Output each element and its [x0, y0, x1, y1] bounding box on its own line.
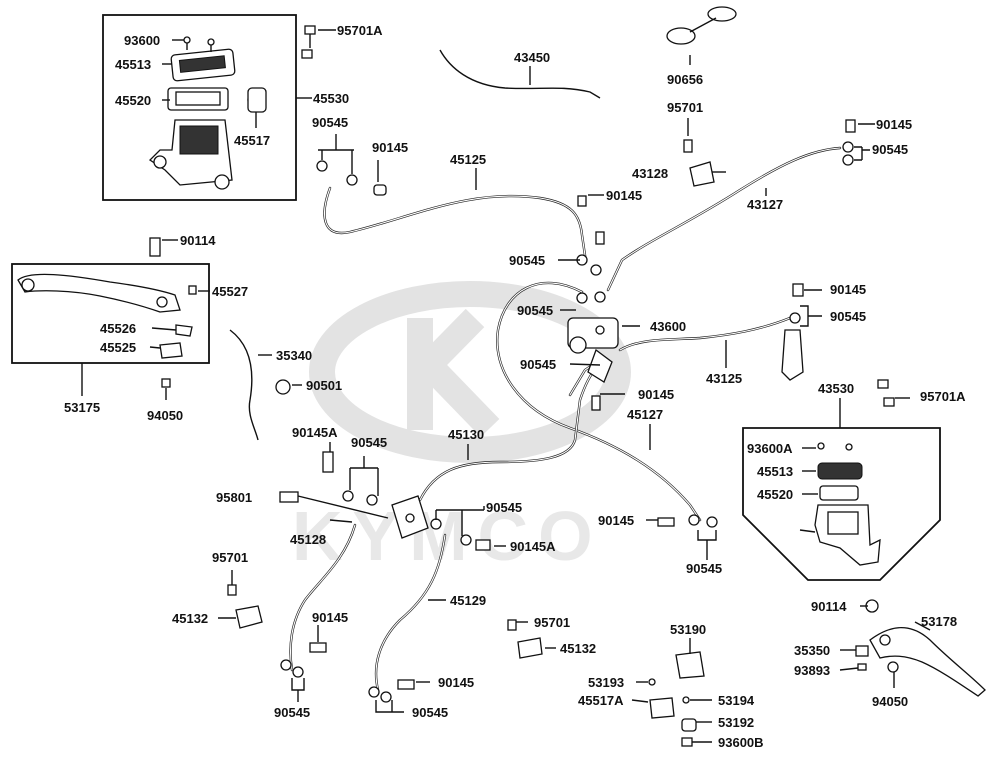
label-43450: 43450 — [514, 50, 550, 65]
label-43127: 43127 — [747, 197, 783, 212]
label-35350: 35350 — [794, 643, 830, 658]
bolt-95701A-top — [301, 25, 316, 59]
label-53178: 53178 — [921, 614, 957, 629]
label-45520-top: 45520 — [115, 93, 151, 108]
switch-53190-group — [648, 651, 705, 747]
label-43125: 43125 — [706, 371, 742, 386]
label-53193: 53193 — [588, 675, 624, 690]
label-93893: 93893 — [794, 663, 830, 678]
label-45125-top: 45125 — [450, 152, 486, 167]
label-53175: 53175 — [64, 400, 100, 415]
label-45517A: 45517A — [578, 693, 624, 708]
components — [17, 6, 986, 747]
label-94050-right: 94050 — [872, 694, 908, 709]
label-90114-left: 90114 — [180, 233, 216, 248]
label-45530: 45530 — [313, 91, 349, 106]
label-95801: 95801 — [216, 490, 252, 505]
label-90545-a: 90545 — [312, 115, 348, 130]
label-95701-top: 95701 — [667, 100, 703, 115]
label-95701A-right: 95701A — [920, 389, 966, 404]
master-cylinder-top — [148, 36, 267, 190]
group-box-53175 — [11, 263, 210, 364]
label-45128: 45128 — [290, 532, 326, 547]
label-90145A-a: 90145A — [292, 425, 338, 440]
leader-lines — [81, 29, 931, 743]
label-45132-bottom: 45132 — [560, 641, 596, 656]
label-45129: 45129 — [450, 593, 486, 608]
label-95701A-top: 95701A — [337, 23, 383, 38]
label-90145-f: 90145 — [598, 513, 634, 528]
label-90545-b: 90545 — [872, 142, 908, 157]
label-45513-right: 45513 — [757, 464, 793, 479]
bracket-45132 — [235, 605, 543, 659]
label-45127: 45127 — [627, 407, 663, 422]
label-90145-h: 90145 — [438, 675, 474, 690]
label-90545-k: 90545 — [412, 705, 448, 720]
label-45525: 45525 — [100, 340, 136, 355]
label-90145A-b: 90145A — [510, 539, 556, 554]
clamp-90656 — [666, 6, 737, 45]
delay-valve-43600 — [567, 317, 619, 383]
label-93600B: 93600B — [718, 735, 764, 750]
label-53190: 53190 — [670, 622, 706, 637]
label-45520-right: 45520 — [757, 487, 793, 502]
part-labels: 93600 95701A 45513 45520 45530 45517 434… — [64, 23, 966, 750]
label-90145-a: 90145 — [372, 140, 408, 155]
brake-hoses — [229, 49, 842, 692]
label-90656: 90656 — [667, 72, 703, 87]
label-35340: 35340 — [276, 348, 312, 363]
label-45130: 45130 — [448, 427, 484, 442]
label-90145-b: 90145 — [876, 117, 912, 132]
label-53194: 53194 — [718, 693, 755, 708]
label-90145-g: 90145 — [312, 610, 348, 625]
label-90145-d: 90145 — [830, 282, 866, 297]
label-93600A: 93600A — [747, 441, 793, 456]
label-95701-left: 95701 — [212, 550, 248, 565]
label-90545-c: 90545 — [509, 253, 545, 268]
fitting-90545-right — [781, 329, 804, 381]
label-43128: 43128 — [632, 166, 668, 181]
small-fasteners — [149, 119, 899, 703]
label-90545-e: 90545 — [830, 309, 866, 324]
lever-53178 — [869, 627, 986, 697]
label-45526: 45526 — [100, 321, 136, 336]
label-90545-g: 90545 — [351, 435, 387, 450]
label-90545-f: 90545 — [520, 357, 556, 372]
label-93600: 93600 — [124, 33, 160, 48]
label-43530: 43530 — [818, 381, 854, 396]
label-45517: 45517 — [234, 133, 270, 148]
master-cylinder-43530 — [799, 442, 881, 566]
label-90545-j: 90545 — [274, 705, 310, 720]
group-box-43530 — [742, 427, 941, 581]
label-90545-i: 90545 — [686, 561, 722, 576]
label-45132-left: 45132 — [172, 611, 208, 626]
watermark-text: KYMCO — [292, 497, 603, 575]
label-53192: 53192 — [718, 715, 754, 730]
label-43600: 43600 — [650, 319, 686, 334]
label-95701-bottom: 95701 — [534, 615, 570, 630]
lever-53175 — [17, 273, 197, 359]
label-90114-right: 90114 — [811, 599, 847, 614]
label-90545-d: 90545 — [517, 303, 553, 318]
label-90501: 90501 — [306, 378, 342, 393]
junction-block — [391, 495, 429, 539]
frames — [11, 14, 941, 581]
group-box-45530 — [102, 14, 297, 201]
label-94050-left: 94050 — [147, 408, 183, 423]
label-90145-c: 90145 — [606, 188, 642, 203]
label-45513-top: 45513 — [115, 57, 151, 72]
label-45527: 45527 — [212, 284, 248, 299]
label-90145-e: 90145 — [638, 387, 674, 402]
label-90545-h: 90545 — [486, 500, 522, 515]
